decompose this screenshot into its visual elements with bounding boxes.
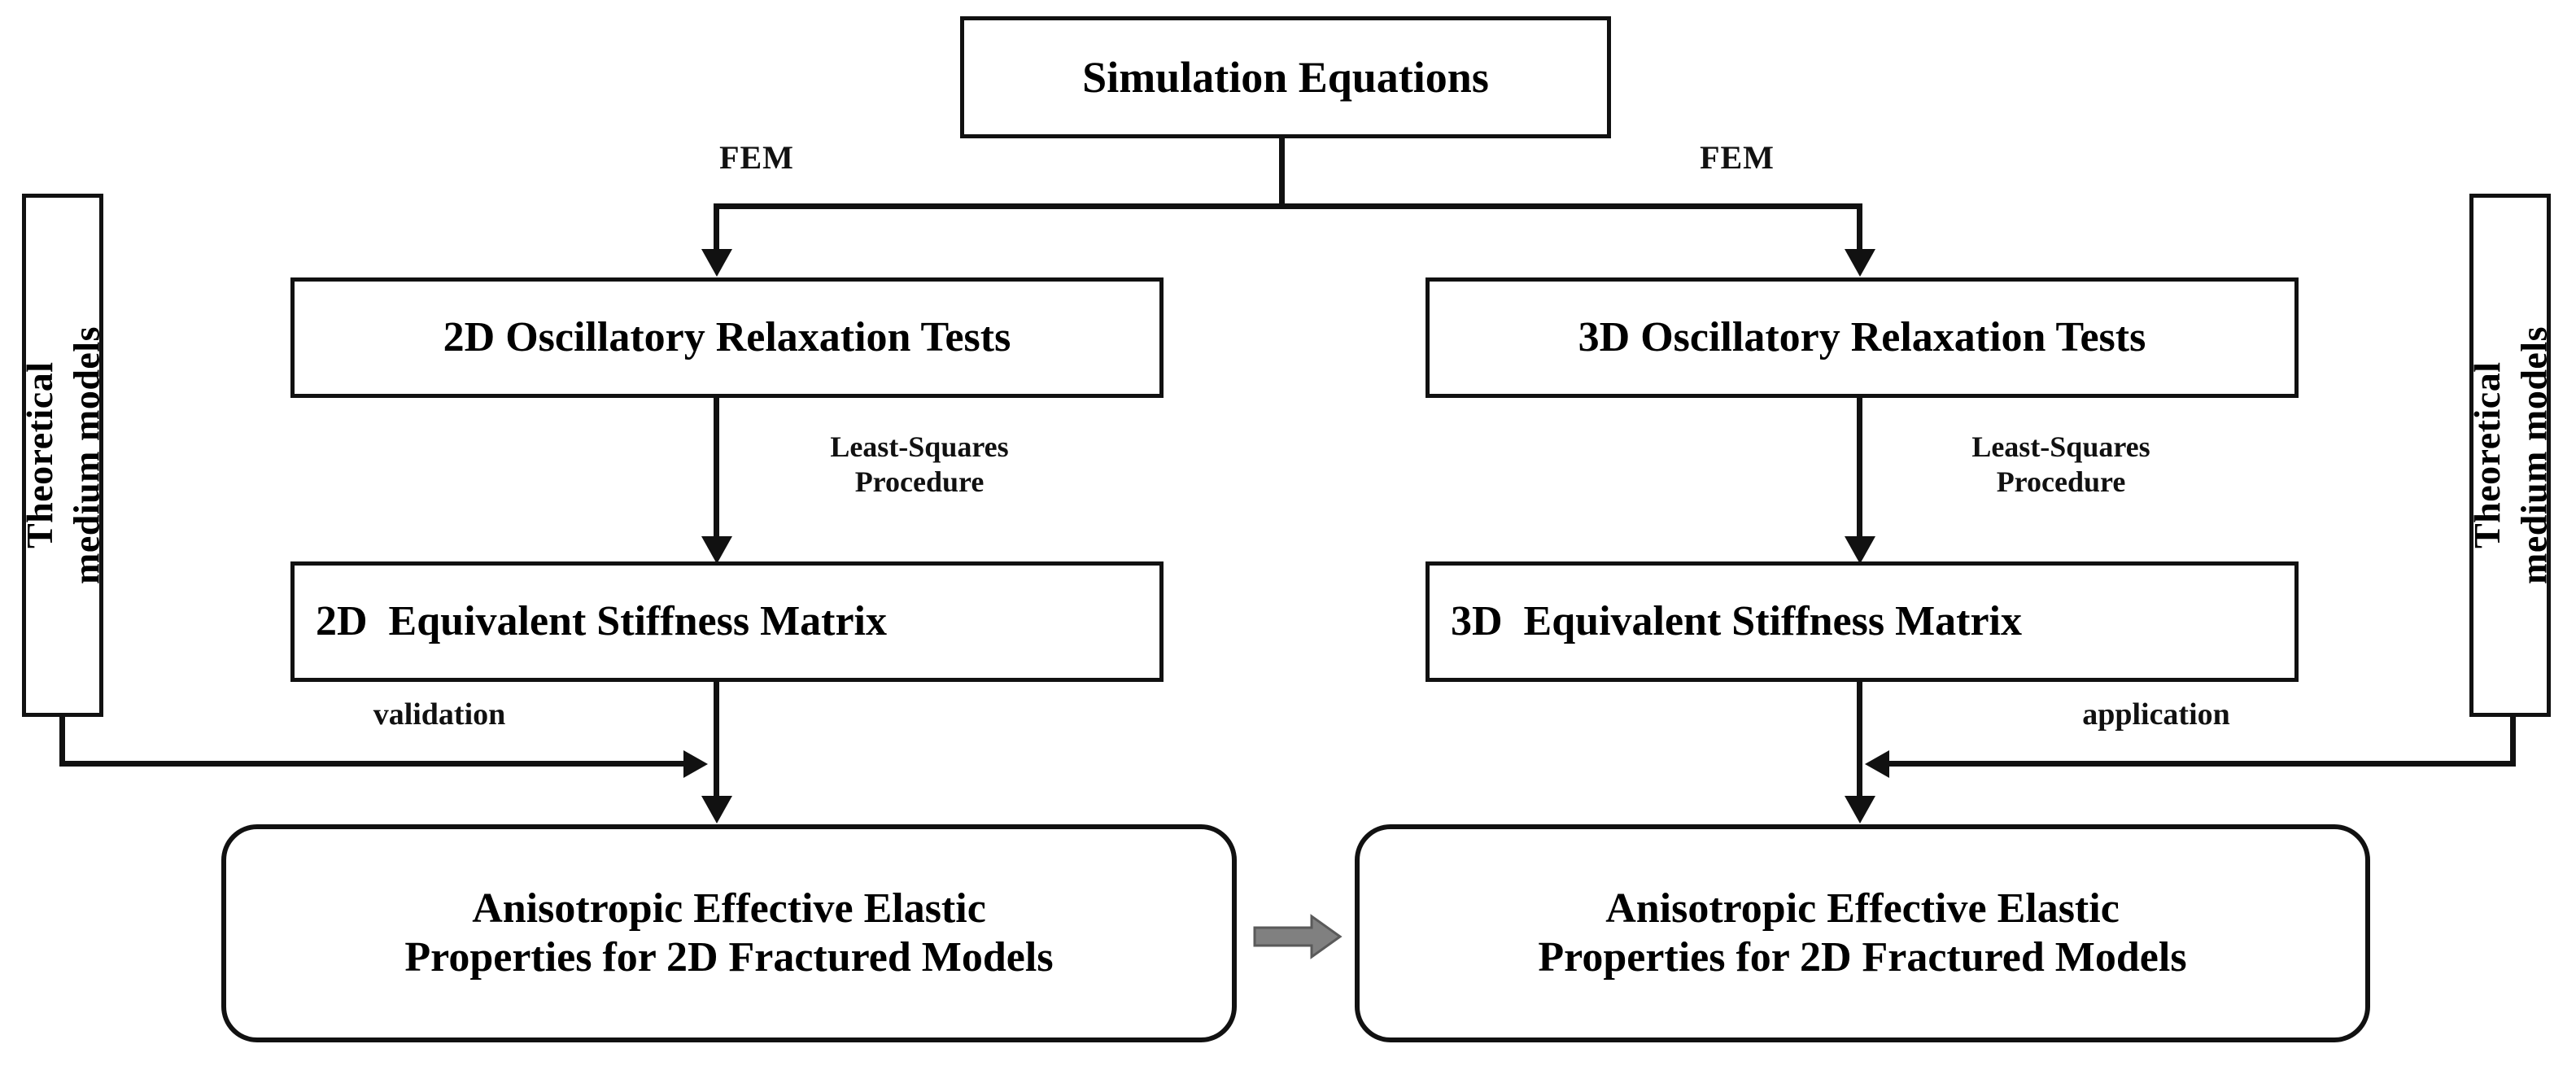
- arrowhead-fem-left: [701, 249, 732, 277]
- connector-least-squares-right: [1857, 398, 1862, 541]
- edge-label-least-squares-right: Least-Squares Procedure: [1971, 430, 2150, 499]
- node-theoretical-medium-models-left-label: Theoretical medium models: [18, 326, 107, 584]
- arrowhead-validation: [683, 750, 708, 778]
- connector-fem-left-drop: [714, 203, 719, 254]
- connector-branch-bar: [714, 203, 1862, 209]
- edge-label-fem-left: FEM: [719, 139, 794, 176]
- node-simulation-equations[interactable]: Simulation Equations: [960, 16, 1611, 138]
- node-3d-oscillatory-relaxation-tests[interactable]: 3D Oscillatory Relaxation Tests: [1426, 277, 2299, 398]
- connector-validation-run: [59, 761, 686, 767]
- node-2d-oscillatory-relaxation-tests-label: 2D Oscillatory Relaxation Tests: [443, 314, 1011, 361]
- node-simulation-equations-label: Simulation Equations: [1082, 52, 1489, 102]
- node-3d-equivalent-stiffness-matrix[interactable]: 3D Equivalent Stiffness Matrix: [1426, 561, 2299, 682]
- node-theoretical-medium-models-right[interactable]: Theoretical medium models: [2466, 194, 2554, 717]
- arrowhead-2d-result: [701, 796, 732, 823]
- node-2d-equivalent-stiffness-matrix-label: 2D Equivalent Stiffness Matrix: [316, 598, 887, 645]
- connector-3d-matrix-to-result: [1857, 682, 1862, 801]
- connector-root-stem: [1279, 137, 1285, 208]
- node-result-2d-right[interactable]: Anisotropic Effective Elastic Properties…: [1355, 824, 2370, 1042]
- connector-application-run: [1889, 761, 2516, 767]
- node-2d-oscillatory-relaxation-tests[interactable]: 2D Oscillatory Relaxation Tests: [290, 277, 1164, 398]
- node-2d-equivalent-stiffness-matrix[interactable]: 2D Equivalent Stiffness Matrix: [290, 561, 1164, 682]
- arrowhead-least-squares-right: [1845, 536, 1875, 564]
- edge-label-least-squares-left: Least-Squares Procedure: [830, 430, 1009, 499]
- node-theoretical-medium-models-right-label: Theoretical medium models: [2465, 326, 2555, 584]
- node-3d-equivalent-stiffness-matrix-label: 3D Equivalent Stiffness Matrix: [1451, 598, 2022, 645]
- node-result-2d-left[interactable]: Anisotropic Effective Elastic Properties…: [221, 824, 1237, 1042]
- connector-least-squares-left: [714, 398, 719, 541]
- transfer-block-arrow-icon: [1253, 914, 1343, 959]
- connector-validation-drop: [59, 714, 65, 767]
- edge-label-validation: validation: [373, 697, 506, 732]
- connector-application-drop: [2510, 714, 2516, 767]
- node-result-2d-left-label: Anisotropic Effective Elastic Properties…: [404, 885, 1054, 981]
- connector-2d-matrix-to-result: [714, 682, 719, 801]
- node-theoretical-medium-models-left[interactable]: Theoretical medium models: [19, 194, 107, 717]
- arrowhead-3d-result: [1845, 796, 1875, 823]
- node-3d-oscillatory-relaxation-tests-label: 3D Oscillatory Relaxation Tests: [1578, 314, 2146, 361]
- edge-label-fem-right: FEM: [1700, 139, 1775, 176]
- connector-fem-right-drop: [1857, 203, 1862, 254]
- arrowhead-application: [1865, 750, 1889, 778]
- node-result-2d-right-label: Anisotropic Effective Elastic Properties…: [1538, 885, 2187, 981]
- arrowhead-fem-right: [1845, 249, 1875, 277]
- arrowhead-least-squares-left: [701, 536, 732, 564]
- edge-label-application: application: [2082, 697, 2230, 732]
